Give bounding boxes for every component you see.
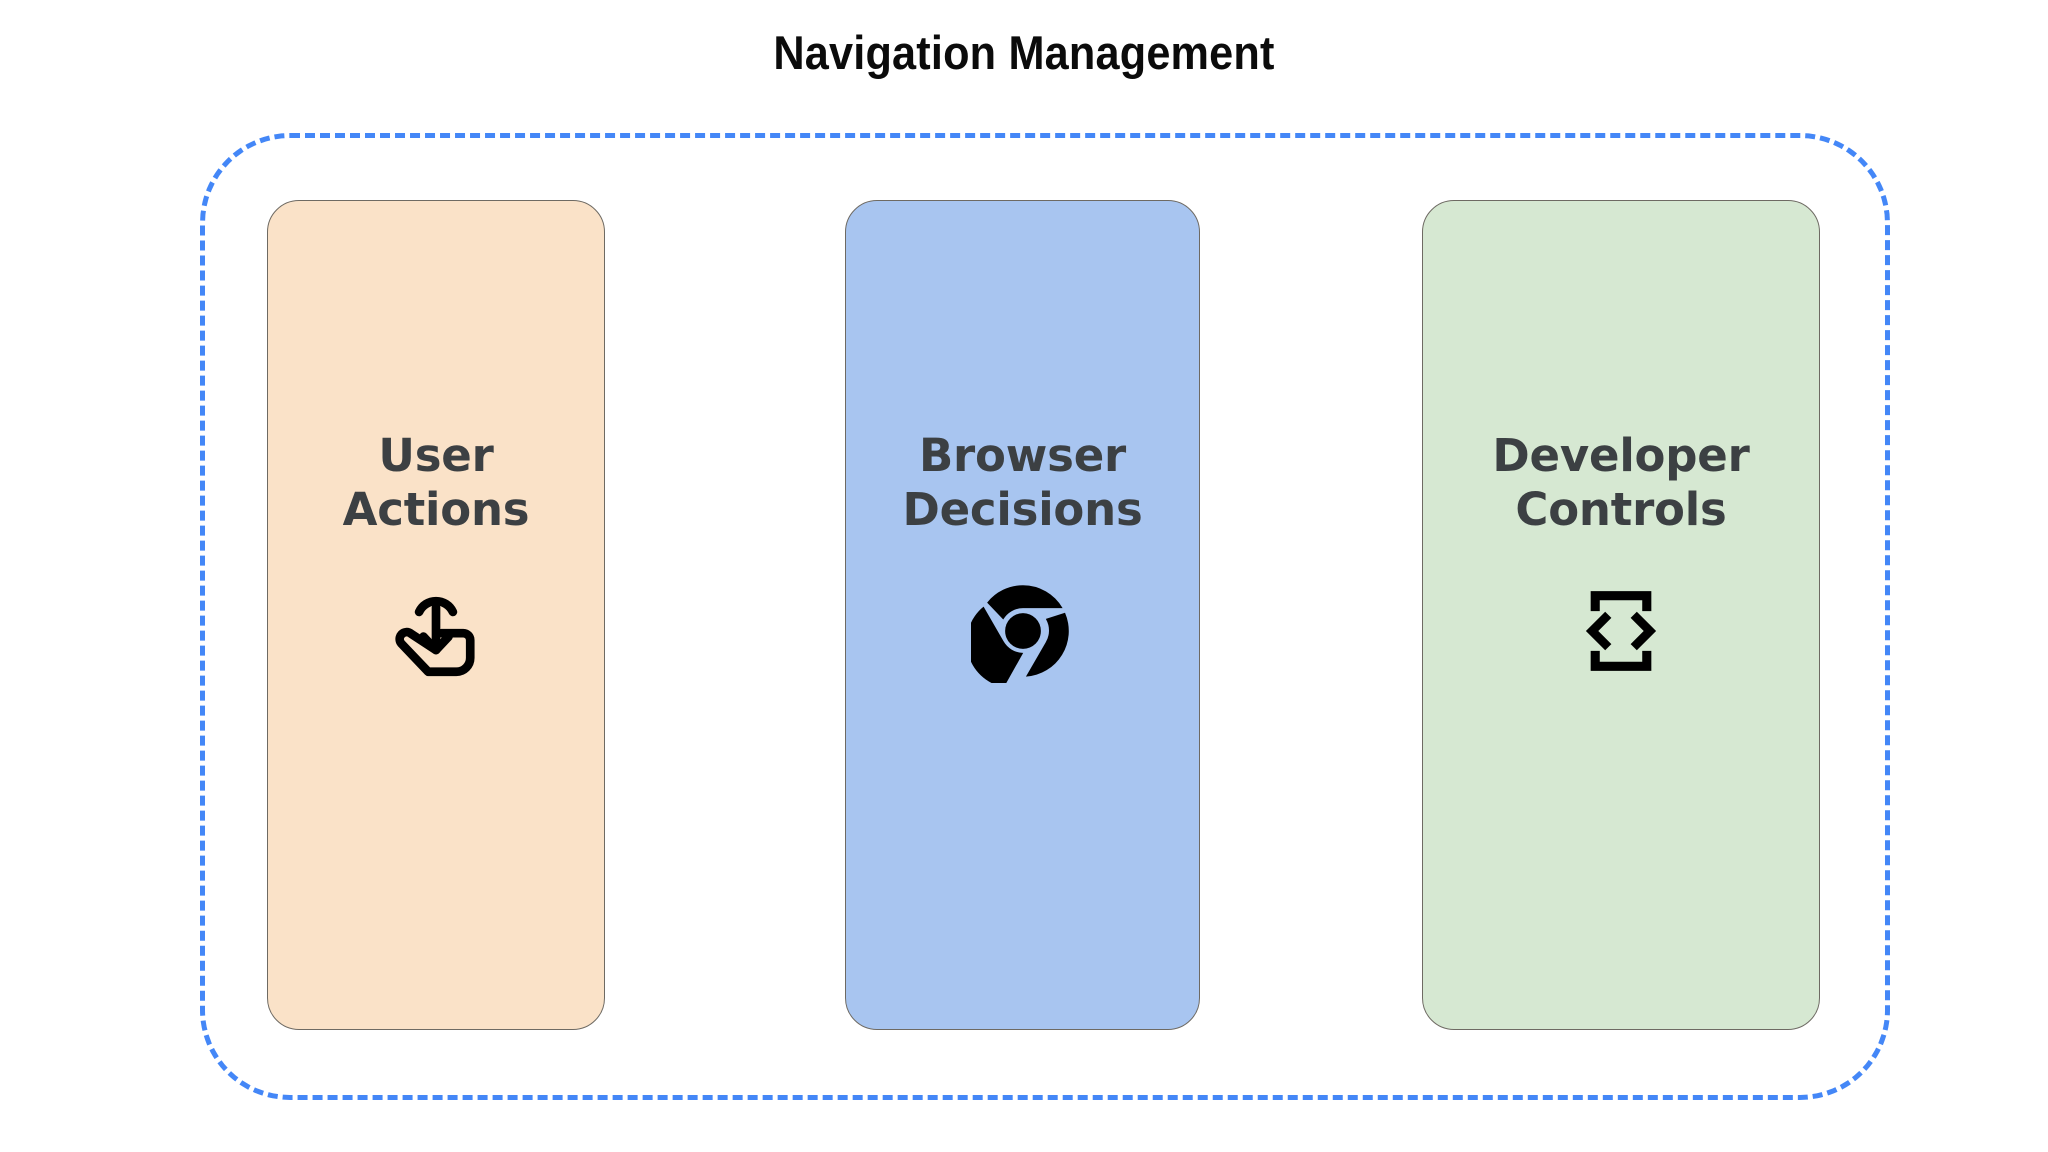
card-developer-controls[interactable]: Developer Controls <box>1422 200 1820 1030</box>
touch-app-icon <box>384 579 488 683</box>
card-label-browser-decisions: Browser Decisions <box>902 429 1143 536</box>
dashed-group-container <box>200 133 1890 1100</box>
page-title: Navigation Management <box>773 26 1275 79</box>
card-label-user-actions: User Actions <box>342 429 530 536</box>
card-content-browser-decisions: Browser Decisions <box>902 429 1143 683</box>
card-content-user-actions: User Actions <box>343 429 530 683</box>
card-user-actions[interactable]: User Actions <box>267 200 605 1030</box>
card-label-developer-controls: Developer Controls <box>1492 429 1750 536</box>
card-browser-decisions[interactable]: Browser Decisions <box>845 200 1200 1030</box>
card-row: User Actions Browser Decisions <box>200 133 1890 1100</box>
card-content-developer-controls: Developer Controls <box>1492 429 1750 683</box>
chrome-logo-icon <box>970 579 1075 683</box>
developer-mode-icon <box>1569 579 1673 683</box>
